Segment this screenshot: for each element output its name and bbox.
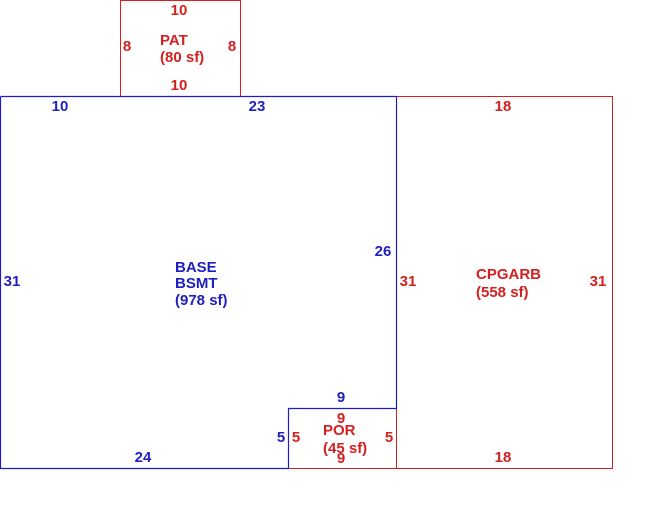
base-dim-left: 31 [4,273,21,290]
cpgarb-dim-bottom: 18 [495,449,512,466]
pat-dim-bottom: 10 [171,77,188,94]
base-dim-top-left: 10 [52,98,69,115]
por-dim-top-inner: 9 [337,410,345,427]
pat-dim-top: 10 [171,2,188,19]
por-dim-bottom: 9 [337,450,345,467]
base-dim-top-right: 23 [249,98,266,115]
cpgarb-dim-top: 18 [495,98,512,115]
cpgarb-dim-right: 31 [590,273,607,290]
base-name-line2: BSMT [175,275,218,292]
por-dim-left-outer: 5 [277,429,285,446]
base-dim-right: 26 [375,243,392,260]
cpgarb-dim-left: 31 [400,273,417,290]
pat-dim-right: 8 [228,38,236,55]
area-por: 9 5 5 9 POR (45 sf) [288,408,397,469]
pat-name-label: PAT [160,32,188,49]
base-dim-bottom: 24 [135,449,152,466]
base-area-label: (978 sf) [175,292,228,309]
base-outline [0,95,398,470]
cpgarb-name-label: CPGARB [476,266,541,283]
area-pat: 10 8 8 10 PAT (80 sf) [120,0,241,97]
por-dim-top-outer: 9 [337,389,345,406]
base-name-line1: BASE [175,259,217,276]
por-name-label: POR [323,422,356,439]
cpgarb-area-label: (558 sf) [476,284,529,301]
por-area-label: (45 sf) [323,440,367,457]
por-dim-left-inner: 5 [292,429,300,446]
por-dim-right: 5 [385,429,393,446]
pat-dim-left: 8 [123,38,131,55]
pat-area-label: (80 sf) [160,49,204,66]
area-cpgarb: 18 31 31 18 CPGARB (558 sf) [396,96,613,469]
area-base-bsmt: 10 23 31 26 24 9 5 BASE BSMT (978 sf) [0,95,398,470]
